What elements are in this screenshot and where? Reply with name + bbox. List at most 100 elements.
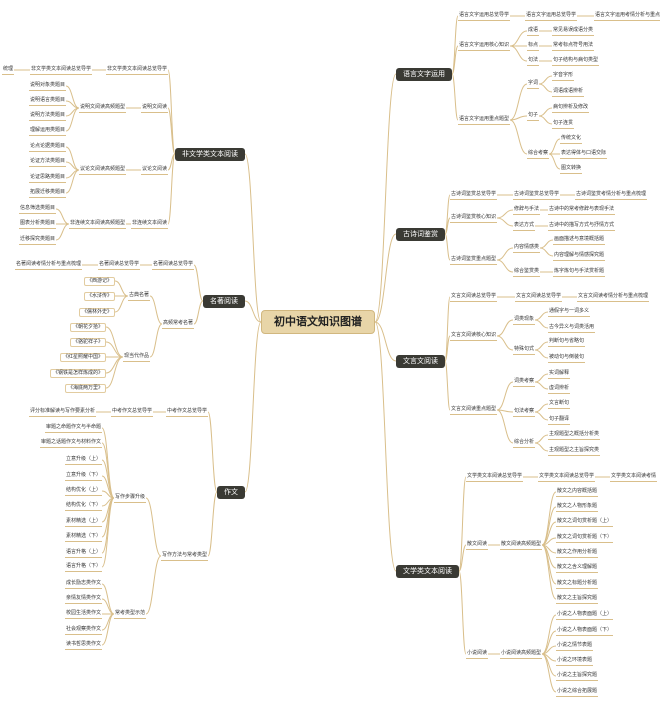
map-node: 小说之人物表面题（上）: [556, 611, 614, 620]
connector: [534, 341, 549, 351]
map-node: 散文之标题分析题: [556, 580, 599, 589]
map-node: 素材精选（下）: [65, 533, 103, 542]
connector: [207, 491, 218, 557]
map-node: 词类现象: [513, 316, 536, 325]
map-node: 成语: [527, 27, 540, 36]
map-node: 主观题型之概括分析类: [548, 431, 601, 440]
map-node: 古诗词鉴赏考情分析与重点梳理: [575, 191, 648, 200]
map-node: 统理: [2, 66, 15, 75]
map-node: 立意升级（下）: [65, 472, 103, 481]
connector: [509, 83, 528, 121]
connector: [207, 411, 218, 493]
section-node: 非文学类文本阅读: [175, 147, 245, 161]
map-node: 文言文阅读核心知识: [450, 332, 498, 341]
map-node: 字音字形: [552, 72, 575, 81]
map-node: 素材精选（上）: [65, 518, 103, 527]
connector: [65, 107, 80, 132]
book-title: 《红星照耀中国》: [60, 352, 107, 362]
map-node: 小说之综合拓展题: [556, 688, 599, 697]
connector: [541, 544, 557, 585]
connector: [114, 280, 129, 297]
map-node: 非文学类文本阅读总览导学: [30, 66, 93, 75]
map-node: 迁移探究类题目: [19, 236, 57, 245]
map-node: 综合分析: [513, 439, 536, 448]
map-node: 名著阅读总览导学: [98, 261, 141, 270]
map-node: 小说之主旨探究题: [556, 672, 599, 681]
connector: [167, 107, 176, 155]
connector: [548, 138, 561, 155]
connector: [444, 360, 451, 411]
book-title: 《西游记》: [84, 276, 116, 286]
map-node: 古诗词鉴赏总览导学: [513, 191, 561, 200]
connector: [496, 335, 514, 351]
map-node: 写作步骤升级: [114, 494, 147, 503]
map-node: 论证方法类题目: [29, 158, 67, 167]
map-node: 图文转换: [560, 165, 583, 174]
map-node: 图表分析类题目: [19, 220, 57, 229]
map-node: 拓展迁移类题目: [29, 189, 67, 198]
map-node: 文言文阅读考情分析与重点梳理: [577, 293, 650, 302]
connector: [538, 83, 553, 93]
map-node: 语言升格（下）: [65, 563, 103, 572]
section-node: 古诗词鉴赏: [396, 227, 445, 241]
connector: [538, 75, 553, 85]
map-node: 散文之内容概括题: [556, 488, 599, 497]
connector: [509, 115, 528, 121]
connector: [145, 497, 162, 557]
map-node: 审题之命题作文与半命题: [45, 424, 103, 433]
connector: [374, 321, 397, 362]
connector: [244, 321, 262, 493]
connector: [509, 45, 528, 62]
map-node: 特殊句式: [513, 346, 536, 355]
map-node: 判断句与省略句: [548, 338, 586, 347]
connector: [105, 341, 124, 358]
map-node: 名著阅读总览导学: [152, 261, 195, 270]
map-node: 非连续文本阅读高频题型: [69, 220, 127, 229]
connector: [538, 115, 553, 125]
connector: [458, 476, 467, 572]
map-node: 论点论据类题目: [29, 143, 67, 152]
connector: [458, 570, 467, 655]
connector: [539, 239, 554, 249]
connector: [451, 73, 459, 121]
map-node: 现当代作品: [123, 353, 151, 362]
map-node: 理解运用类题目: [29, 127, 67, 136]
map-node: 结构优化（下）: [65, 502, 103, 511]
book-title: 《钢铁是怎样炼成的》: [50, 368, 107, 378]
connector: [55, 223, 70, 241]
map-node: 句法: [527, 57, 540, 66]
map-node: 病句辨析及修改: [552, 104, 590, 113]
connector: [65, 169, 80, 194]
map-node: 词类考察: [513, 378, 536, 387]
map-node: 非连续文本阅读: [131, 220, 169, 229]
connector: [534, 411, 549, 421]
connector: [167, 153, 176, 225]
map-node: 立意升级（上）: [65, 456, 103, 465]
connector: [534, 311, 549, 321]
map-node: 古今异义与词类活用: [548, 324, 596, 333]
connector: [548, 153, 561, 170]
connector: [149, 295, 163, 325]
map-node: 虚词辨析: [548, 385, 571, 394]
map-node: 文学类文本阅读总览导学: [466, 473, 524, 482]
map-node: 说明语言类题目: [29, 97, 67, 106]
book-title: 《骆驼祥子》: [70, 337, 107, 347]
map-node: 语言文字运用总览导学: [525, 12, 578, 21]
map-node: 文学类文本阅读总览导学: [538, 473, 596, 482]
map-node: 语言升格（上）: [65, 549, 103, 558]
connector: [101, 583, 115, 615]
map-node: 标点: [527, 42, 540, 51]
map-node: 文言文阅读重点题型: [450, 406, 498, 415]
connector: [534, 319, 549, 329]
map-node: 散文之词句赏析题（下）: [556, 534, 614, 543]
connector: [509, 30, 528, 47]
connector: [496, 381, 514, 411]
connector: [105, 356, 124, 389]
map-node: 修辞与手法: [513, 206, 541, 215]
section-node: 名著阅读: [203, 294, 245, 308]
map-node: 小说阅读: [466, 650, 489, 659]
map-node: 文言文阅读总览导学: [450, 293, 498, 302]
connector: [244, 300, 262, 323]
map-node: 实词解释: [548, 370, 571, 379]
